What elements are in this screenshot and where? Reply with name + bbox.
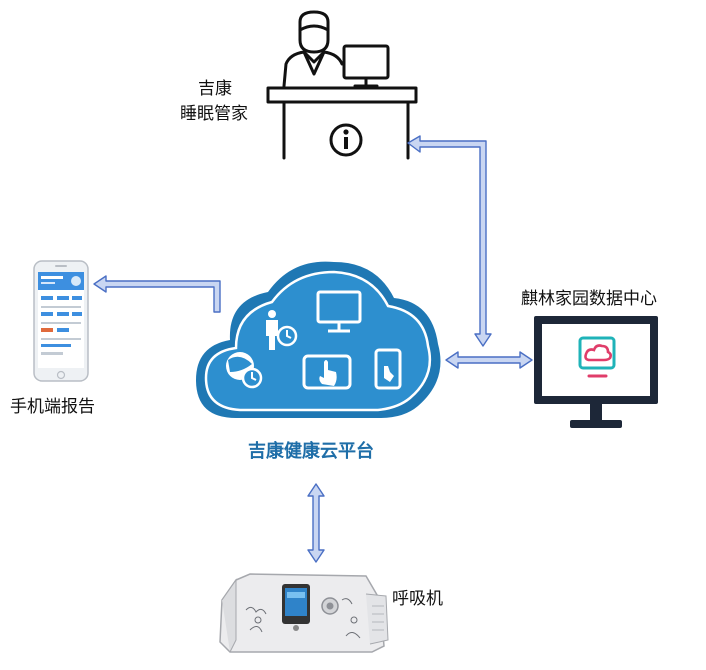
arrow-cloud-to-datacenter <box>445 351 533 369</box>
datacenter-label: 麒林家园数据中心 <box>521 289 657 309</box>
cloud-platform-icon <box>196 261 441 418</box>
cloud-platform-label: 吉康健康云平台 <box>248 441 374 462</box>
ventilator-label: 呼吸机 <box>392 589 443 609</box>
mobile-report-label: 手机端报告 <box>10 397 95 417</box>
arrow-desk-to-datacenter <box>407 135 492 347</box>
arrow-cloud-to-mobile <box>93 275 221 313</box>
ventilator-device-icon <box>219 573 389 653</box>
datacenter-monitor-icon <box>534 316 658 428</box>
mobile-phone-icon <box>33 260 89 382</box>
arrow-cloud-to-ventilator <box>307 483 325 563</box>
desk-operator-icon <box>266 10 418 160</box>
sleep-manager-label-line2: 睡眠管家 <box>180 104 248 124</box>
info-icon <box>343 129 349 149</box>
sleep-manager-label-line1: 吉康 <box>198 79 232 99</box>
